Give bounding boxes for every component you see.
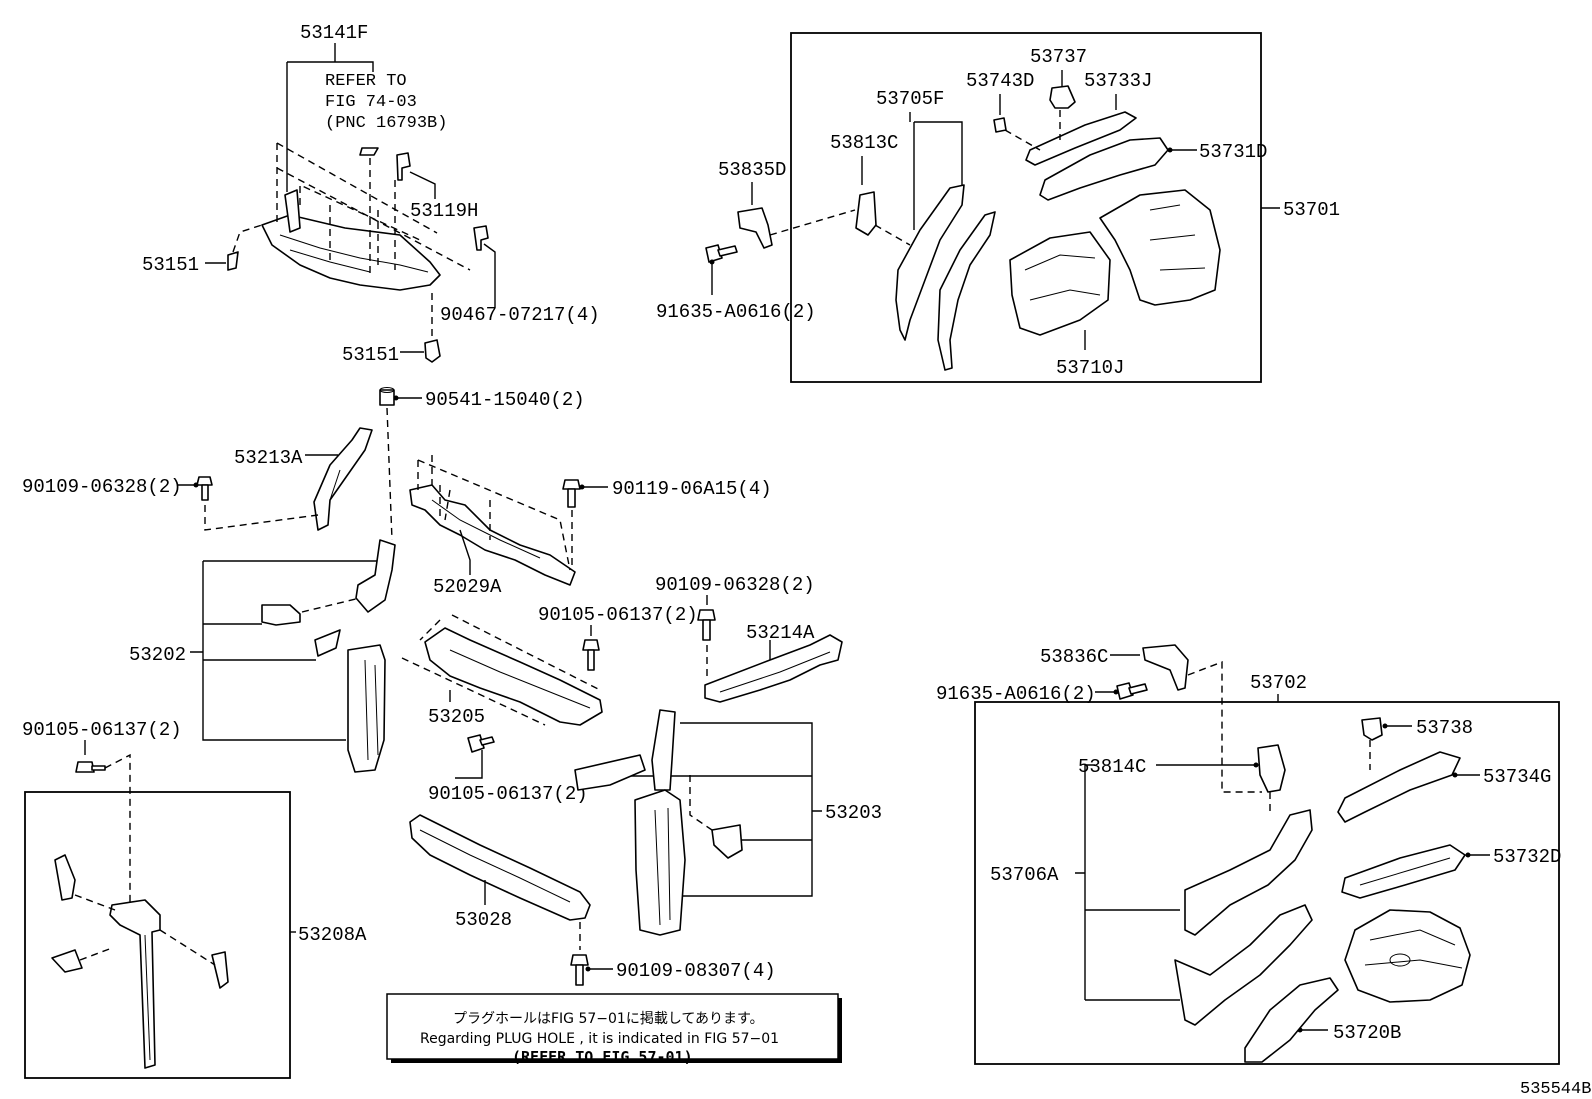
callout-90467-07217: 90467-07217(4) (440, 304, 600, 326)
callout-53710J: 53710J (1056, 357, 1124, 379)
callout-53737: 53737 (1030, 46, 1087, 68)
callout-53214A: 53214A (746, 622, 815, 644)
callout-53813C: 53813C (830, 132, 898, 154)
callout-90105-06137-left: 90105-06137(2) (22, 719, 182, 741)
callout-53151-lower: 53151 (342, 344, 399, 366)
callout-90105-06137-mid-top: 90105-06137(2) (538, 604, 698, 626)
callout-53835D: 53835D (718, 159, 786, 181)
part-53141F-shield (261, 189, 441, 291)
callout-53706A: 53706A (990, 864, 1059, 886)
callout-53208A: 53208A (298, 924, 367, 946)
callout-90109-06328-left: 90109-06328(2) (22, 476, 182, 498)
part-53213A-bracket (313, 427, 373, 531)
callout-53743D: 53743D (966, 70, 1034, 92)
callout-52029A: 52029A (433, 576, 502, 598)
callout-90541-15040: 90541-15040(2) (425, 389, 585, 411)
illustration-id: 535544B (1520, 1080, 1591, 1099)
note-english: Regarding PLUG HOLE , it is indicated in… (420, 1031, 779, 1047)
refer-line-2: FIG 74-03 (325, 93, 417, 112)
callout-53732D: 53732D (1493, 846, 1561, 868)
callout-53028: 53028 (455, 909, 512, 931)
group-box-53702 (974, 701, 1560, 1065)
callout-53202: 53202 (129, 644, 186, 666)
part-53203-components (574, 709, 743, 936)
callout-53141F: 53141F (300, 22, 368, 44)
part-53205-crossmember (424, 627, 603, 726)
part-52029A-support (409, 484, 576, 586)
callout-90119-06A15: 90119-06A15(4) (612, 478, 772, 500)
callout-53836C: 53836C (1040, 646, 1108, 668)
callout-91635-A0616-upper: 91635-A0616(2) (656, 301, 816, 323)
callout-53738: 53738 (1416, 717, 1473, 739)
callout-53731D: 53731D (1199, 141, 1267, 163)
group-box-53208A (24, 791, 291, 1079)
callout-53203: 53203 (825, 802, 882, 824)
part-53202-components (261, 539, 396, 773)
part-53701-components (737, 85, 1221, 371)
note-box (386, 993, 839, 1060)
part-53214A-brace (704, 634, 843, 703)
callout-53119H: 53119H (410, 200, 478, 222)
callout-90109-08307: 90109-08307(4) (616, 960, 776, 982)
callout-53705F: 53705F (876, 88, 944, 110)
callout-53213A: 53213A (234, 447, 303, 469)
callout-53205: 53205 (428, 706, 485, 728)
callout-53151-upper: 53151 (142, 254, 199, 276)
callout-53702: 53702 (1250, 672, 1307, 694)
part-53028-support (409, 814, 591, 921)
callout-53814C: 53814C (1078, 756, 1146, 778)
callout-90109-06328-mid: 90109-06328(2) (655, 574, 815, 596)
note-reference: (REFER TO FIG 57-01) (512, 1048, 693, 1066)
callout-53734G: 53734G (1483, 766, 1551, 788)
callout-53720B: 53720B (1333, 1022, 1401, 1044)
callout-90105-06137-mid-bottom: 90105-06137(2) (428, 783, 588, 805)
part-53208A-brace (51, 854, 229, 1069)
refer-line-1: REFER TO (325, 72, 407, 91)
callout-53701: 53701 (1283, 199, 1340, 221)
note-japanese: プラグホールはFIG 57−01に掲載してあります。 (453, 1011, 764, 1027)
refer-line-3: (PNC 16793B) (325, 114, 447, 133)
callout-53733J: 53733J (1084, 70, 1152, 92)
callout-91635-A0616-lower: 91635-A0616(2) (936, 683, 1096, 705)
part-53702-components (1174, 717, 1471, 1063)
